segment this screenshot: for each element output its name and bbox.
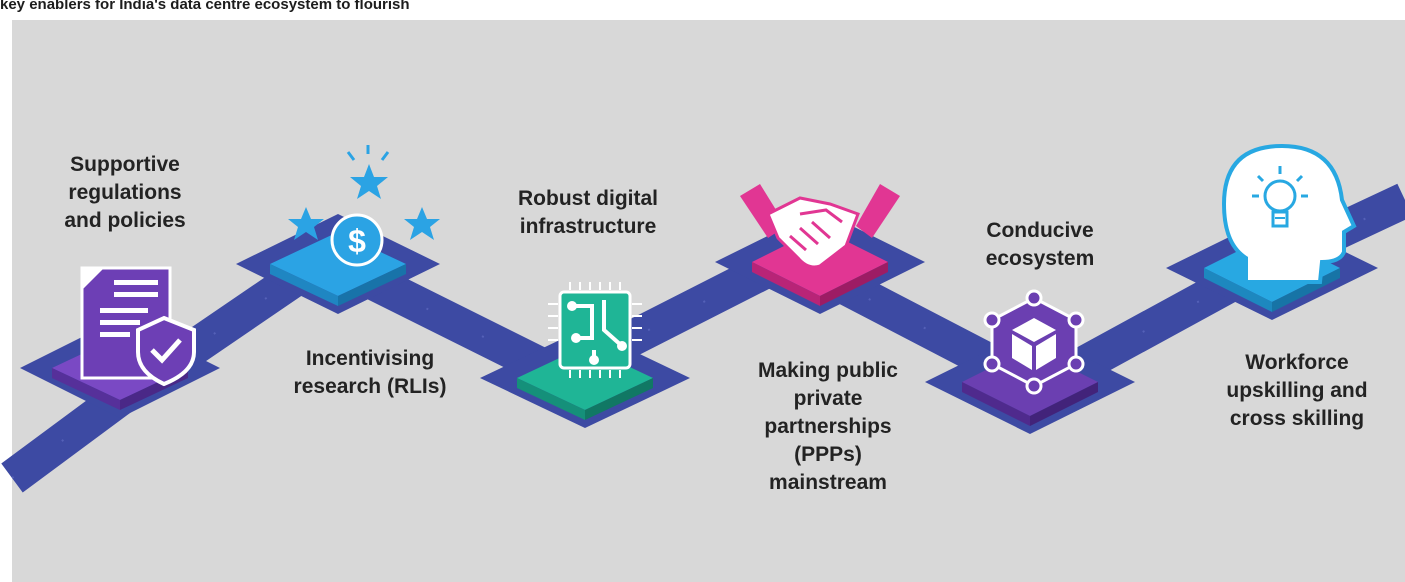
network-cube-icon xyxy=(983,289,1085,395)
circuit-chip-icon xyxy=(548,282,642,378)
step-label-1: Supportive regulations and policies xyxy=(64,153,186,232)
handshake-icon xyxy=(740,184,900,269)
step-label-2: Incentivising research (RLIs) xyxy=(293,347,447,398)
step-label-5: Conducive ecosystem xyxy=(985,219,1095,270)
head-lightbulb-icon xyxy=(1221,143,1357,284)
platform-3 xyxy=(480,328,690,428)
step-label-6: Workforce upskilling and cross skilling xyxy=(1226,351,1368,430)
dollar-stars-icon: $ xyxy=(288,145,440,267)
step-label-4: Making public private partnerships (PPPs… xyxy=(757,359,898,494)
cropped-heading: key enablers for India's data centre eco… xyxy=(0,0,410,13)
svg-text:$: $ xyxy=(348,223,366,259)
document-shield-icon xyxy=(80,266,196,387)
road-path xyxy=(1,183,1405,493)
step-label-3: Robust digital infrastructure xyxy=(518,187,658,238)
